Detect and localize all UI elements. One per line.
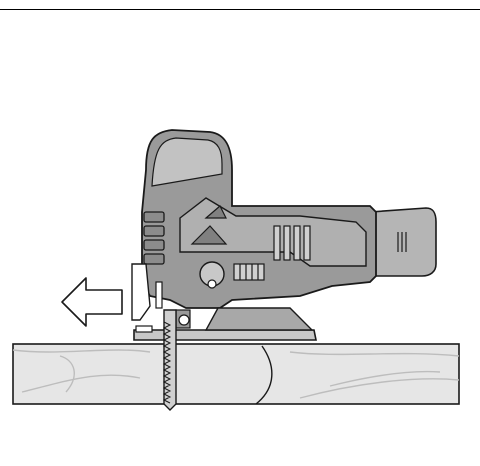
wood-grain-right (289, 351, 460, 399)
base-plate (133, 329, 317, 341)
front-grip (143, 211, 165, 265)
cut-line (255, 345, 273, 405)
vent-grille (233, 263, 265, 281)
switch-slots (273, 225, 311, 261)
wood-board (12, 343, 460, 405)
wood-grain-left (12, 349, 151, 393)
left-arrow-icon (61, 277, 123, 327)
top-divider (0, 9, 480, 10)
jigsaw-icon (131, 129, 437, 411)
battery-pack (369, 207, 437, 277)
orbital-selector-knob (199, 261, 225, 289)
